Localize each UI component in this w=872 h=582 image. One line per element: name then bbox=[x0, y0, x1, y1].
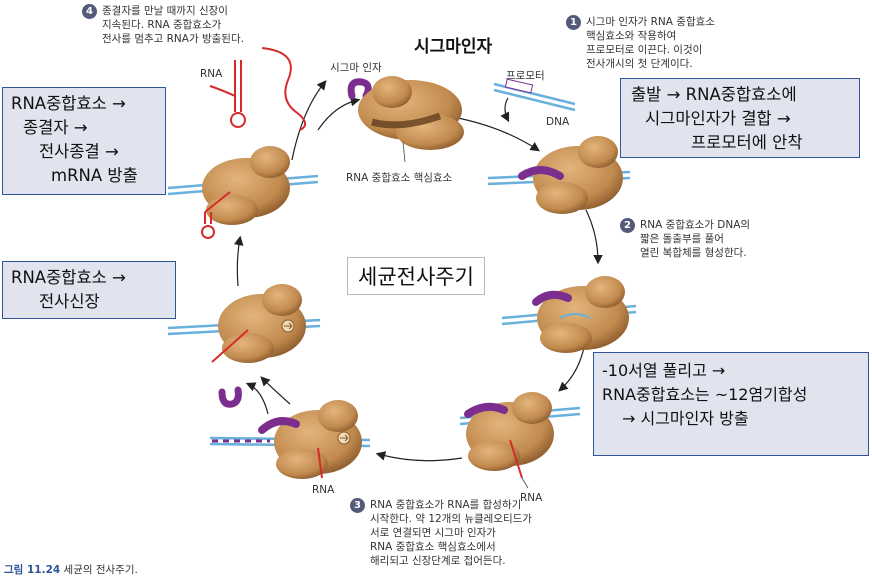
enzyme-step3 bbox=[459, 392, 581, 479]
terminator-hairpin-top bbox=[234, 60, 242, 112]
cycle-arrow-top bbox=[317, 96, 361, 131]
diagram-title: 시그마인자 bbox=[414, 37, 493, 57]
step-number-1: 1 bbox=[566, 15, 581, 30]
sigma-release-arrow bbox=[245, 382, 269, 415]
label-rna-bottom: RNA bbox=[312, 484, 335, 496]
figure-number: 그림 11.24 bbox=[4, 564, 61, 576]
step-caption-3: RNA 중합효소가 RNA를 합성하기 시작한다. 약 12개의 뉴클레오티드가… bbox=[370, 499, 532, 567]
label-promoter: 프로모터 bbox=[506, 70, 545, 82]
released-rna-strand bbox=[261, 47, 307, 131]
cycle-arrow-bottom bbox=[375, 451, 463, 462]
annotation-elongation: RNA중합효소 → 전사신장 bbox=[2, 261, 176, 319]
enzyme-step1 bbox=[487, 136, 631, 214]
step-number-4: 4 bbox=[82, 4, 97, 19]
free-sigma-factor bbox=[347, 78, 372, 100]
cycle-arrow-left bbox=[233, 235, 244, 287]
annotation-unwinding: -10서열 풀리고 → RNA중합효소는 ~12염기합성 → 시그마인자 방출 bbox=[593, 352, 869, 456]
label-rna-released: RNA bbox=[200, 68, 223, 80]
step-number-2: 2 bbox=[620, 218, 635, 233]
promoter-segment bbox=[504, 78, 534, 94]
cycle-arrow-bottom-left bbox=[260, 376, 291, 405]
annotation-termination: RNA중합효소 → 종결자 → 전사종결 → mRNA 방출 bbox=[2, 87, 166, 195]
cycle-arrow-right bbox=[585, 209, 603, 265]
step-number-3: 3 bbox=[350, 498, 365, 513]
released-sigma-factor bbox=[218, 386, 242, 408]
step-caption-1: 시그마 인자가 RNA 중합효소 핵심효소와 작용하여 프로모터로 이끈다. 이… bbox=[586, 16, 715, 70]
step-caption-2: RNA 중합효소가 DNA의 짧은 돌출부를 풀어 열린 복합체를 형성한다. bbox=[640, 219, 751, 259]
enzyme-elongation bbox=[167, 284, 321, 363]
label-sigma-factor: 시그마 인자 bbox=[330, 62, 382, 74]
annotation-initiation: 출발 → RNA중합효소에 시그마인자가 결합 → 프로모터에 안착 bbox=[620, 78, 860, 158]
core-enzyme-top bbox=[358, 76, 464, 150]
cycle-arrow-top-right bbox=[457, 117, 540, 152]
enzyme-step3b bbox=[209, 400, 371, 479]
cycle-center-label: 세균전사주기 bbox=[347, 257, 485, 295]
cycle-arrow-top-left bbox=[291, 80, 327, 161]
sigma-bind-arrow bbox=[500, 97, 510, 123]
figure-caption: 그림 11.24 세균의 전사주기. bbox=[4, 562, 138, 577]
figure-caption-text: 세균의 전사주기. bbox=[63, 564, 138, 576]
step-caption-4: 종결자를 만날 때까지 신장이 지속된다. RNA 중합효소가 전사를 멈추고 … bbox=[102, 5, 244, 45]
label-rna-step3: RNA bbox=[520, 492, 543, 504]
label-dna: DNA bbox=[546, 116, 570, 128]
label-core-enzyme: RNA 중합효소 핵심효소 bbox=[346, 172, 453, 184]
enzyme-termination bbox=[167, 146, 319, 239]
enzyme-step2 bbox=[501, 276, 637, 353]
